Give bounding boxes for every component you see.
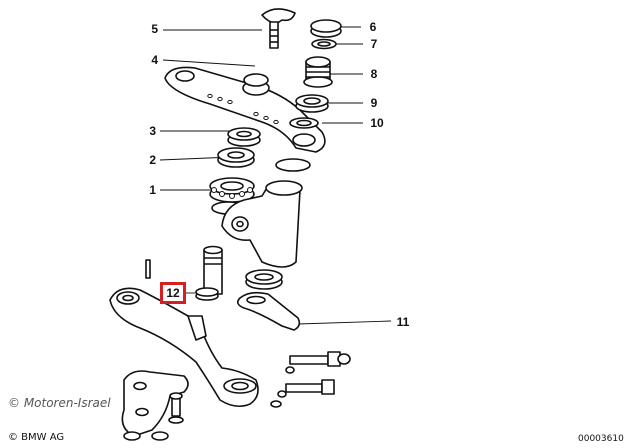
watermark-text: © Motoren-Israel bbox=[8, 396, 111, 410]
callout-4: 4 bbox=[151, 53, 158, 67]
part-9-race bbox=[295, 94, 329, 113]
callout-2: 2 bbox=[149, 153, 156, 167]
callout-11: 11 bbox=[396, 315, 410, 329]
callout-6: 6 bbox=[369, 20, 377, 34]
bottom-bolt bbox=[168, 392, 184, 424]
callout-12-highlighted[interactable]: 12 bbox=[160, 282, 186, 304]
part-3-nut bbox=[227, 127, 261, 147]
callout-9: 9 bbox=[370, 96, 378, 110]
callout-10: 10 bbox=[370, 116, 384, 130]
frame-head-tube bbox=[221, 180, 303, 268]
callout-7: 7 bbox=[370, 37, 378, 51]
frame-race-upper bbox=[275, 158, 311, 172]
part-5-adjuster-knob bbox=[261, 8, 296, 49]
callout-3: 3 bbox=[149, 124, 156, 138]
frame-race-lower bbox=[245, 269, 283, 290]
callout-1: 1 bbox=[149, 183, 156, 197]
copyright-brand: © BMW AG bbox=[8, 432, 65, 443]
lower-fork-bridge bbox=[109, 287, 259, 408]
pin bbox=[145, 259, 151, 279]
part-11-lock-plate bbox=[236, 291, 301, 331]
part-7-ring bbox=[311, 38, 337, 50]
part-4-upper-bridge bbox=[164, 66, 326, 153]
part-6-cap bbox=[310, 19, 342, 38]
part-2-cap bbox=[217, 147, 255, 168]
leader-lines bbox=[159, 26, 392, 325]
callout-5: 5 bbox=[151, 22, 158, 36]
part-12-stem-bush bbox=[195, 245, 223, 301]
fastener-bolts bbox=[270, 351, 351, 408]
part-10-race bbox=[289, 117, 319, 129]
callout-8: 8 bbox=[370, 67, 378, 81]
diagram-id: 00003610 bbox=[578, 434, 624, 444]
part-8-bush bbox=[303, 56, 333, 88]
